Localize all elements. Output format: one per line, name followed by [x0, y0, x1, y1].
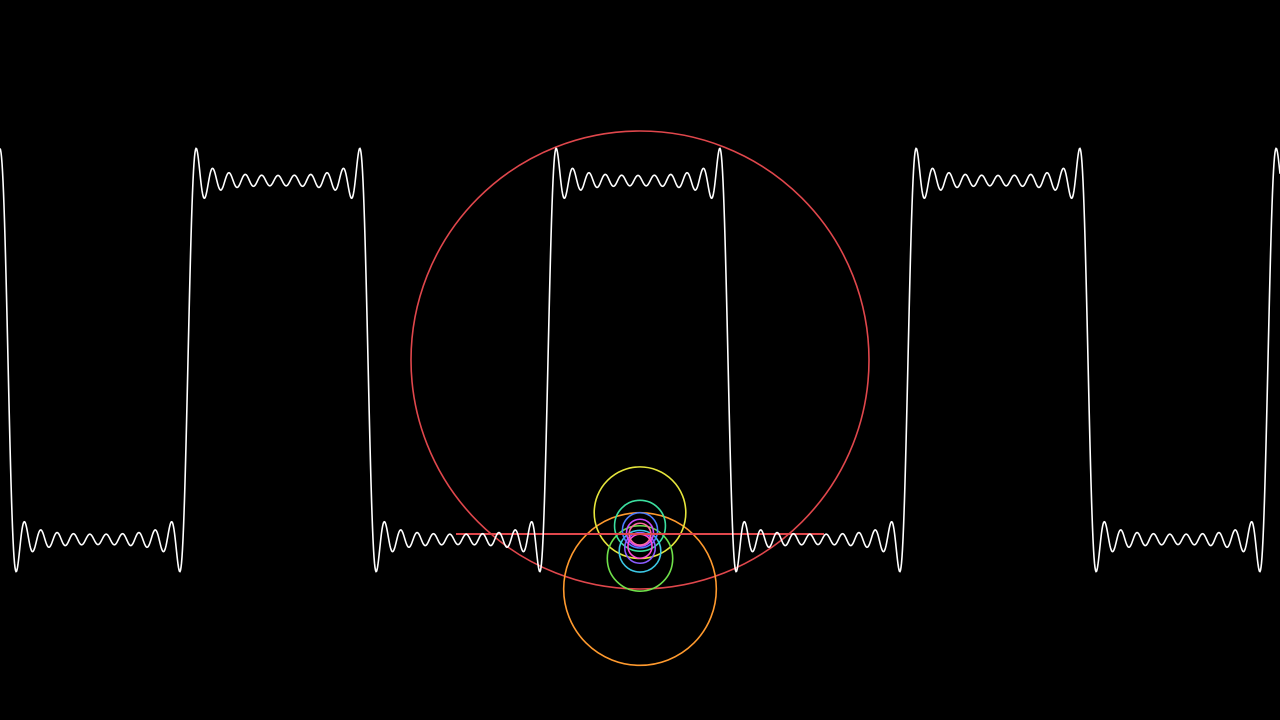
epicycle-circle-9 [613, 499, 667, 552]
epicycle-circle-7 [606, 524, 674, 592]
epicycle-circle-17 [625, 518, 655, 548]
epicycle-circle-1 [410, 130, 870, 590]
square-wave-approximation [0, 147, 1280, 573]
epicycle-circle-15 [623, 531, 657, 565]
epicycle-circle-11 [618, 529, 662, 573]
epicycle-group [410, 130, 870, 667]
epicycle-circle-13 [621, 511, 659, 549]
